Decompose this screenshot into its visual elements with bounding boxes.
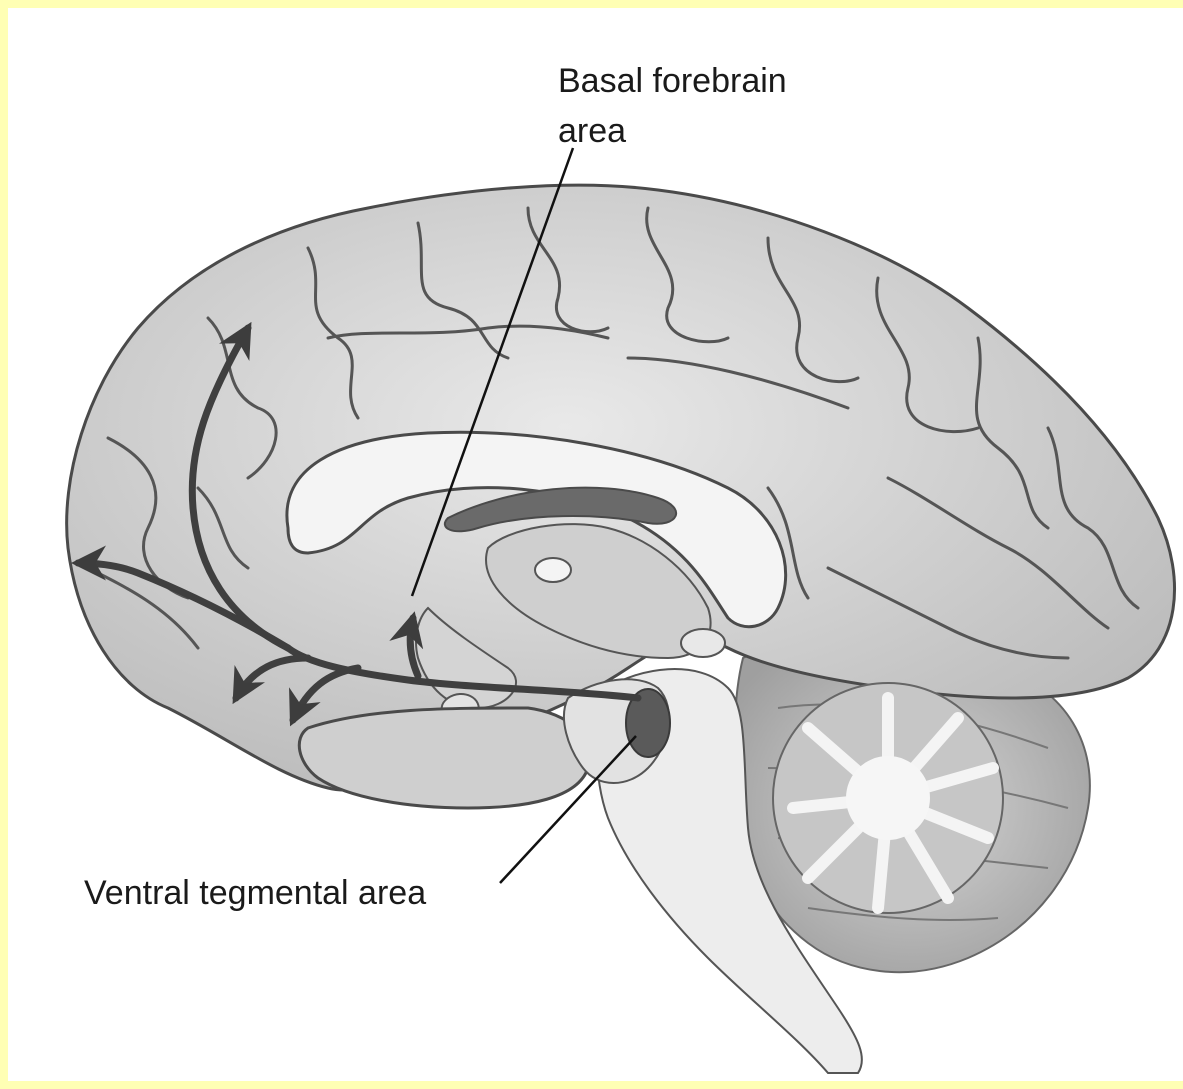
label-ventral-tegmental-area: Ventral tegmental area bbox=[84, 868, 426, 918]
brain-sagittal-diagram bbox=[8, 8, 1183, 1081]
arbor-vitae bbox=[773, 683, 1003, 913]
label-basal-forebrain: Basal forebrain area bbox=[558, 56, 787, 156]
label-basal-forebrain-line1: Basal forebrain bbox=[558, 56, 787, 106]
label-basal-forebrain-line2: area bbox=[558, 106, 787, 156]
pineal-gland bbox=[681, 629, 725, 657]
massa-intermedia bbox=[535, 558, 571, 582]
figure-frame: Basal forebrain area Ventral tegmental a… bbox=[8, 8, 1183, 1081]
temporal-lobe bbox=[299, 708, 590, 808]
